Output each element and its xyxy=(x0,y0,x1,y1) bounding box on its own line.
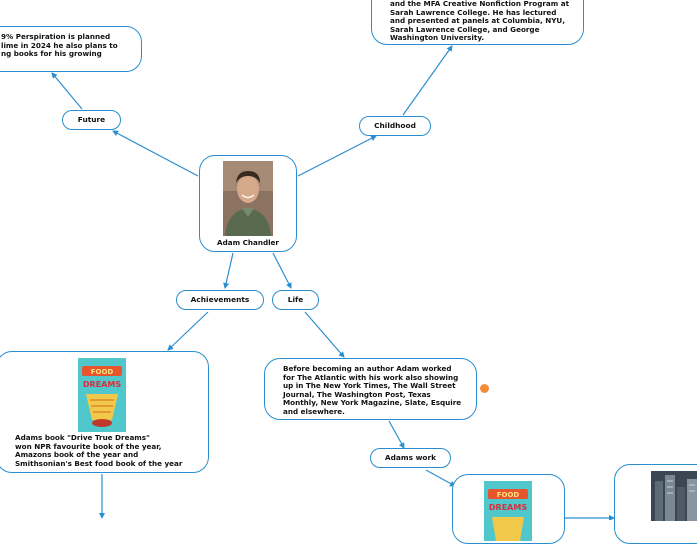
book-cover-title: DREAMS xyxy=(83,380,121,389)
connector-lines xyxy=(51,45,615,520)
city-photo-card[interactable] xyxy=(614,464,697,544)
edge-achievements-card xyxy=(167,311,209,351)
topic-future[interactable]: Future xyxy=(62,110,121,130)
book-cover-brand-2: FOOD xyxy=(497,491,520,499)
book-cover-image-2: FOOD DREAMS xyxy=(484,481,532,541)
central-topic-adam-chandler[interactable]: Adam Chandler xyxy=(199,155,297,252)
edge-future-card xyxy=(51,72,83,110)
book-cover-brand: FOOD xyxy=(91,368,114,376)
edge-life-adamswork xyxy=(388,420,405,449)
edge-center-achievements xyxy=(223,252,234,289)
future-text: 9% Perspiration is planned lime in 2024 … xyxy=(1,32,118,59)
city-photo xyxy=(651,471,697,521)
childhood-card[interactable]: and the MFA Creative Nonfiction Program … xyxy=(371,0,584,45)
future-card[interactable]: 9% Perspiration is planned lime in 2024 … xyxy=(0,26,142,72)
topic-childhood[interactable]: Childhood xyxy=(359,116,431,136)
childhood-text: and the MFA Creative Nonfiction Program … xyxy=(390,0,570,43)
topic-life[interactable]: Life xyxy=(272,290,319,310)
edge-adamswork-card xyxy=(425,469,456,487)
life-card[interactable]: Before becoming an author Adam worked fo… xyxy=(264,358,477,420)
edge-life-card xyxy=(304,311,345,358)
book-cover-title-2: DREAMS xyxy=(489,503,527,512)
marker-dot[interactable] xyxy=(480,384,489,393)
topic-adams-work[interactable]: Adams work xyxy=(370,448,451,468)
edge-childhood-card xyxy=(402,45,453,116)
edge-center-life xyxy=(272,252,292,289)
achievements-card[interactable]: FOOD DREAMS Adams book "Drive True Dream… xyxy=(0,351,209,473)
portrait-photo xyxy=(223,161,273,236)
adams-work-book-card[interactable]: FOOD DREAMS xyxy=(452,474,565,544)
achievements-text: Adams book "Drive True Dreams" won NPR f… xyxy=(15,433,183,468)
edge-center-childhood xyxy=(297,135,377,177)
topic-achievements[interactable]: Achievements xyxy=(176,290,264,310)
book-cover-image: FOOD DREAMS xyxy=(78,358,126,432)
central-topic-label: Adam Chandler xyxy=(217,238,279,247)
edge-center-future xyxy=(112,130,199,177)
life-text: Before becoming an author Adam worked fo… xyxy=(283,364,462,416)
